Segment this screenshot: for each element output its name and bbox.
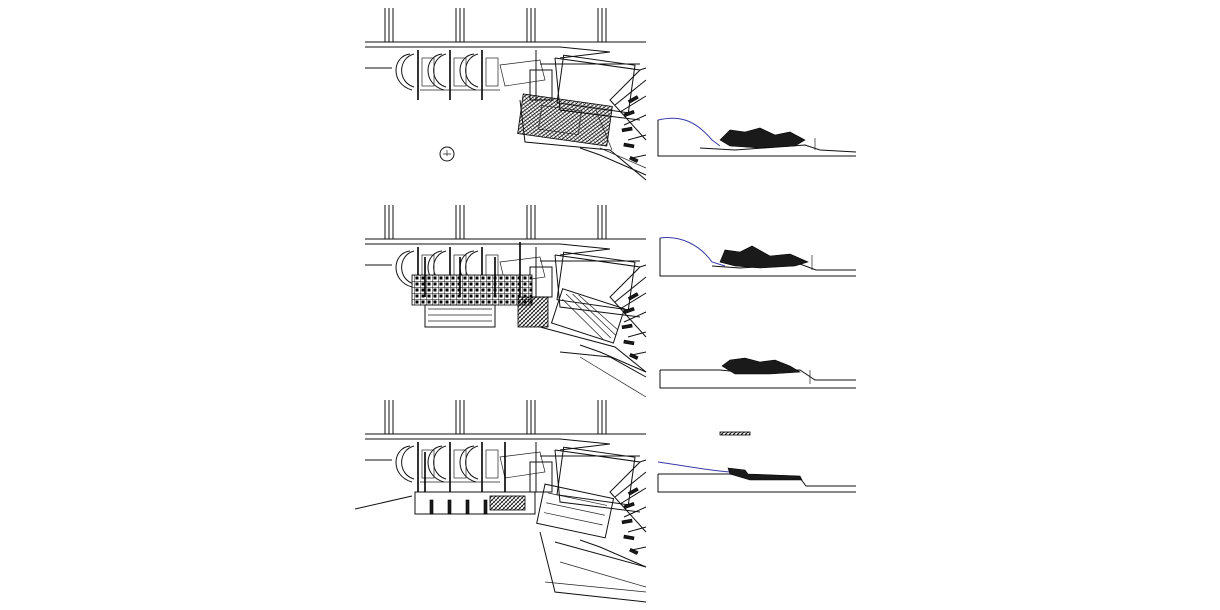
- north-symbol-icon: [439, 146, 455, 162]
- section-3: [659, 357, 856, 389]
- section-4: [657, 461, 856, 493]
- plan-bottom: [354, 399, 647, 603]
- section-2: [659, 236, 856, 277]
- section-1: [657, 117, 857, 157]
- plan-middle: [364, 204, 647, 398]
- scale-bar: [719, 431, 751, 436]
- plan-top: [364, 7, 647, 181]
